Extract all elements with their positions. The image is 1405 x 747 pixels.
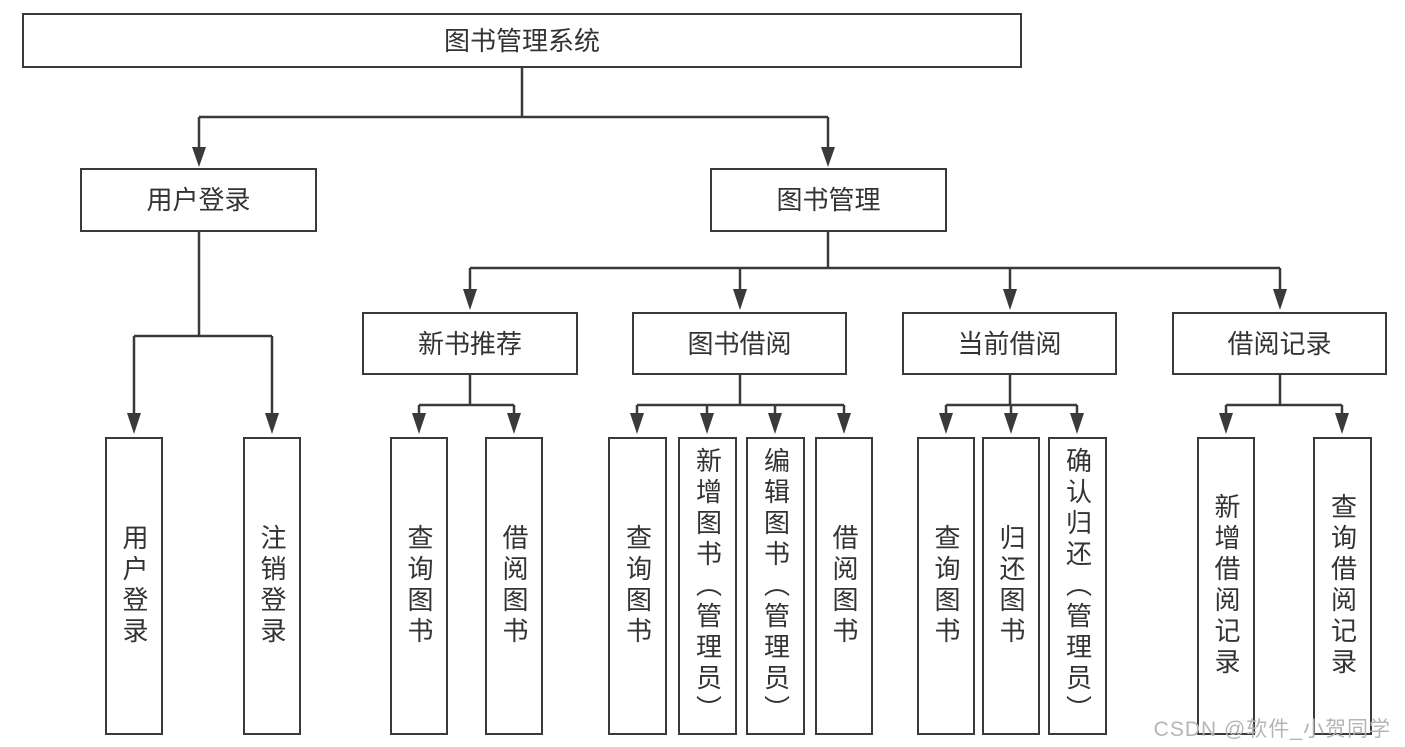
connector-user-login-to-leaves [127, 232, 279, 434]
connector-book-borrow-to-leaves [630, 375, 851, 434]
leaf-borrow-add-book-admin: 新增图书（管理员） [678, 437, 737, 735]
node-book-borrow: 图书借阅 [632, 312, 847, 375]
leaf-borrow-edit-book-admin: 编辑图书（管理员） [746, 437, 805, 735]
leaf-record-add-record: 新增借阅记录 [1197, 437, 1255, 735]
leaf-borrow-query-book: 查询图书 [608, 437, 667, 735]
node-borrow-record: 借阅记录 [1172, 312, 1387, 375]
leaf-newbook-query-book: 查询图书 [390, 437, 448, 735]
leaf-user-login: 用户登录 [105, 437, 163, 735]
leaf-current-return-book: 归还图书 [982, 437, 1040, 735]
connector-book-mgmt-to-level3 [463, 232, 1287, 310]
connector-borrow-record-to-leaves [1219, 375, 1349, 434]
leaf-record-query-record: 查询借阅记录 [1313, 437, 1372, 735]
leaf-logout: 注销登录 [243, 437, 301, 735]
leaf-newbook-borrow-book: 借阅图书 [485, 437, 543, 735]
csdn-watermark: CSDN @软件_小贺同学 [1153, 718, 1391, 741]
leaf-current-query-book: 查询图书 [917, 437, 975, 735]
leaf-current-confirm-return-admin: 确认归还（管理员） [1048, 437, 1107, 735]
connector-root-to-level2 [192, 68, 835, 167]
node-book-management: 图书管理 [710, 168, 947, 232]
node-new-book-recommend: 新书推荐 [362, 312, 578, 375]
leaf-borrow-borrow-book: 借阅图书 [815, 437, 873, 735]
node-user-login-branch: 用户登录 [80, 168, 317, 232]
connector-current-borrow-to-leaves [939, 375, 1084, 434]
node-current-borrow: 当前借阅 [902, 312, 1117, 375]
node-root-system: 图书管理系统 [22, 13, 1022, 68]
connector-new-book-to-leaves [412, 375, 521, 434]
